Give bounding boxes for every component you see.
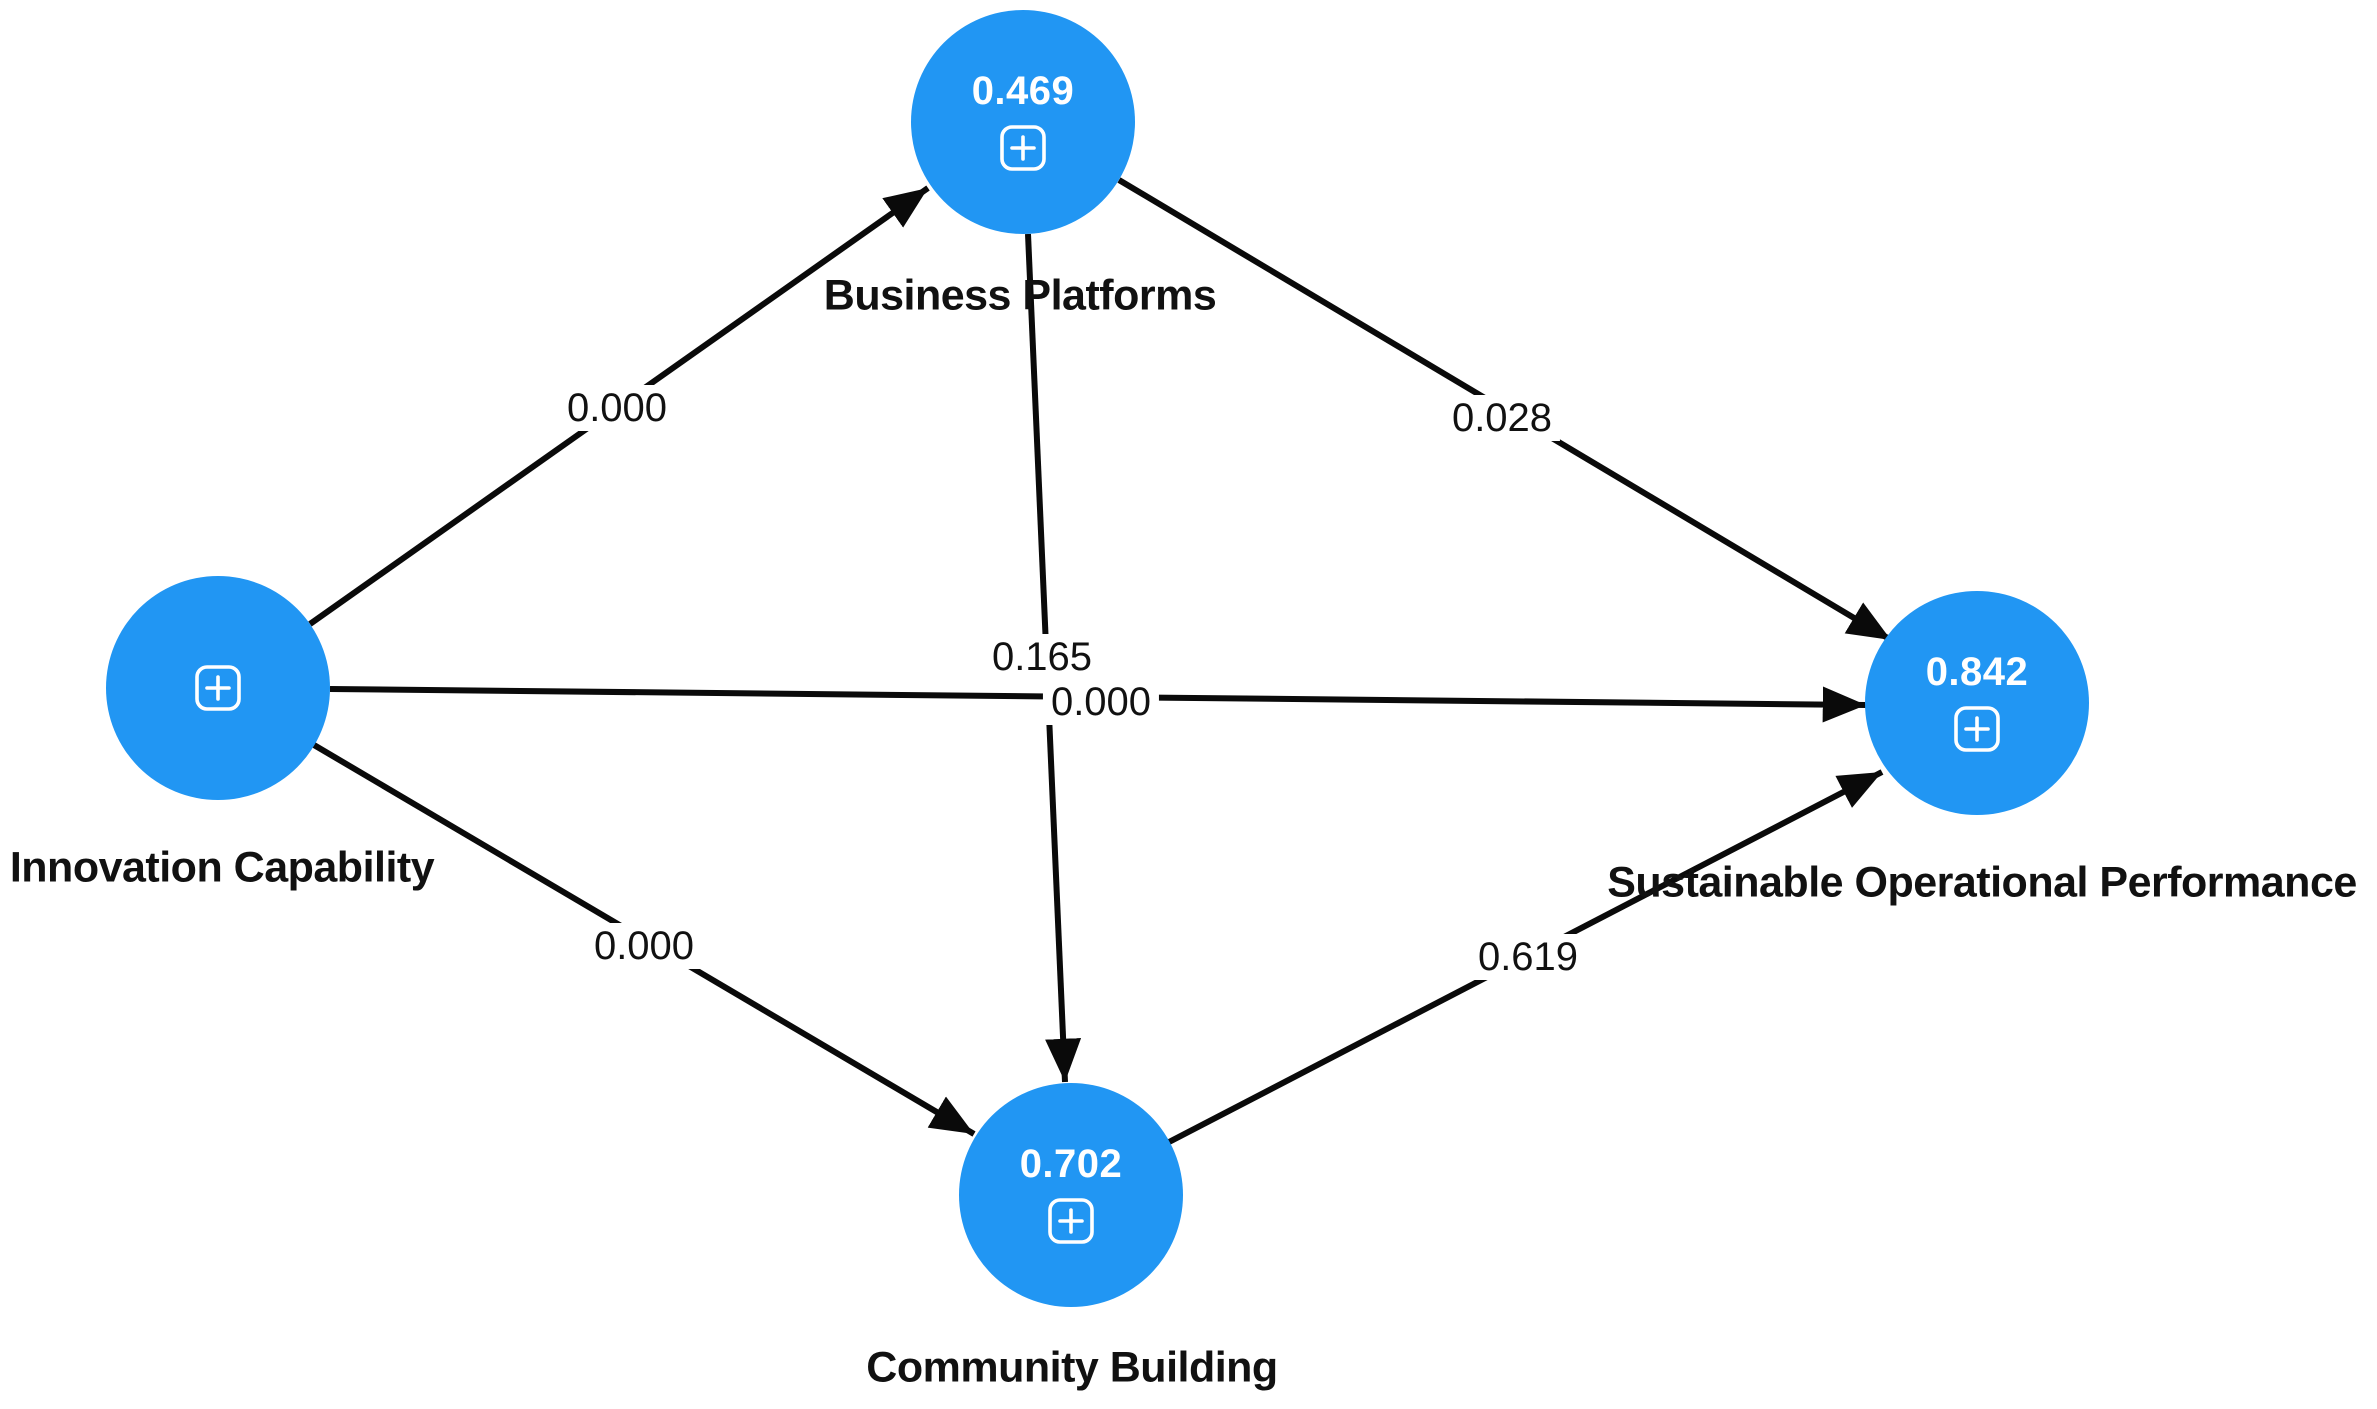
path-coefficient-innovation-to-platforms: 0.000	[558, 385, 676, 431]
path-coefficient-community-to-performance: 0.619	[1469, 934, 1587, 980]
node-innovation-capability[interactable]	[106, 576, 330, 800]
plus-icon[interactable]	[1046, 1196, 1096, 1246]
r-squared-value-business-platforms: 0.469	[971, 69, 1075, 113]
plus-icon[interactable]	[1952, 704, 2002, 754]
node-label-community-building: Community Building	[866, 1343, 1278, 1392]
node-label-sustainable-operational-performance: Sustainable Operational Performance	[1607, 858, 2357, 907]
plus-icon[interactable]	[193, 663, 243, 713]
r-squared-value-community-building: 0.702	[1019, 1142, 1123, 1186]
r-squared-value-sustainable-operational-performance: 0.842	[1925, 650, 2029, 694]
path-coefficient-platforms-to-performance: 0.028	[1443, 395, 1561, 441]
node-business-platforms[interactable]: 0.469	[911, 10, 1135, 234]
node-community-building[interactable]: 0.702	[959, 1083, 1183, 1307]
path-coefficient-innovation-to-performance: 0.000	[1042, 679, 1160, 725]
path-coefficient-innovation-to-community: 0.000	[585, 923, 703, 969]
node-label-business-platforms: Business Platforms	[823, 271, 1217, 320]
node-sustainable-operational-performance[interactable]: 0.842	[1865, 591, 2089, 815]
path-coefficient-platforms-to-community: 0.165	[983, 634, 1101, 680]
node-label-innovation-capability: Innovation Capability	[9, 843, 435, 892]
plus-icon[interactable]	[998, 123, 1048, 173]
